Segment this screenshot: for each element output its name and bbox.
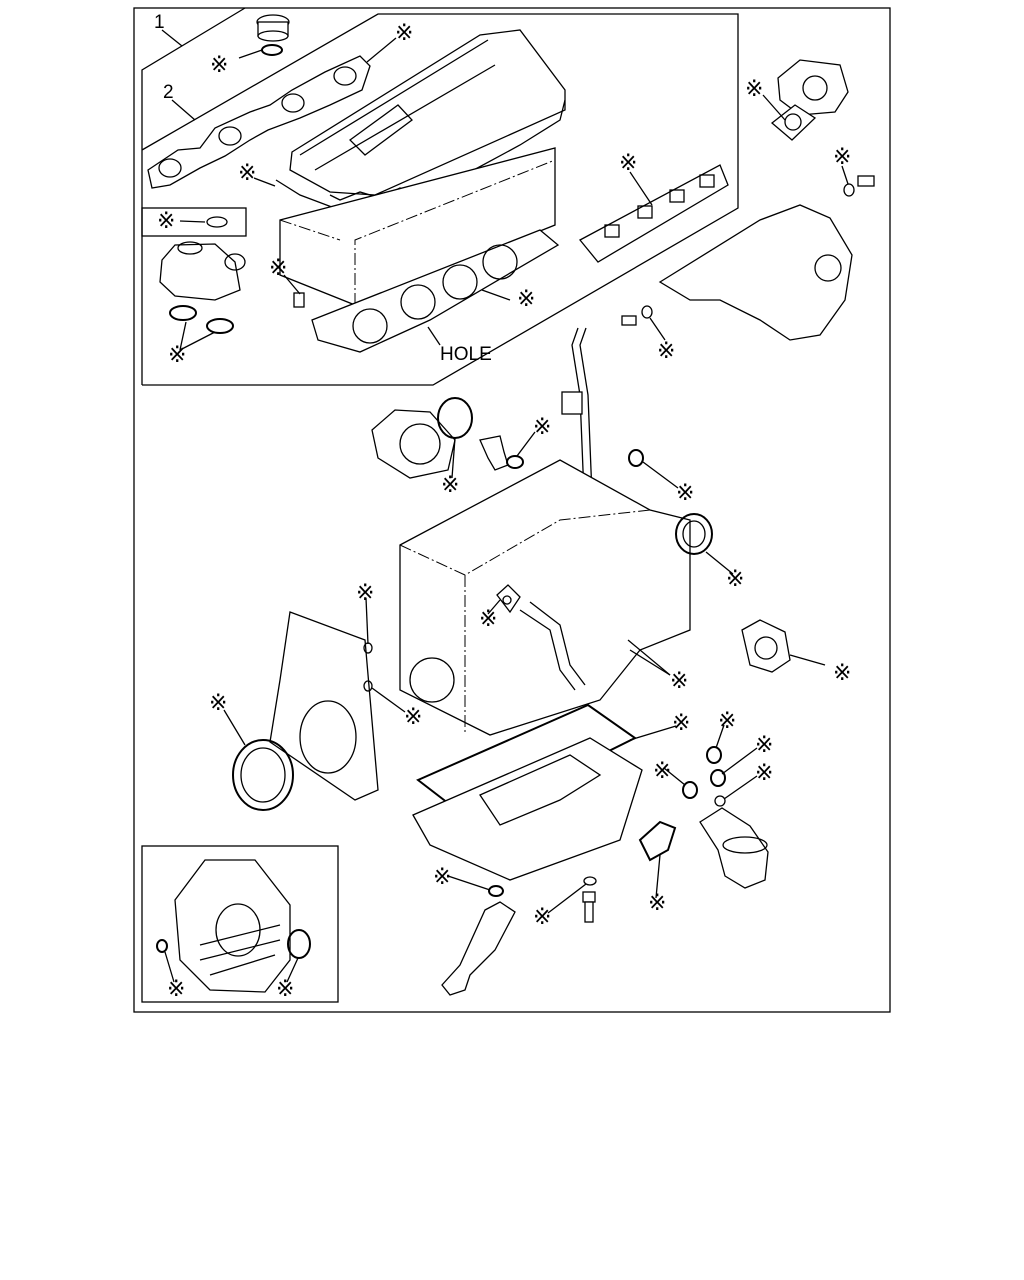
flywheel-housing-washer [156, 939, 168, 953]
intake-manifold [658, 204, 853, 341]
kit-marker: ※ [672, 711, 690, 736]
manifold-bolt [621, 305, 653, 326]
thermostat-seal-b [206, 318, 234, 334]
kit-marker: ※ [210, 53, 228, 78]
hole-leader [427, 326, 441, 346]
hole-label: HOLE [440, 344, 492, 365]
block-outlet-gasket [496, 584, 521, 614]
filter-oring-c [714, 795, 726, 807]
kit-marker: ※ [395, 21, 413, 46]
oil-filter-assembly [699, 807, 769, 889]
kit-marker: ※ [441, 473, 459, 498]
oil-strainer [441, 901, 516, 996]
kit-marker: ※ [157, 209, 175, 234]
kit-marker: ※ [167, 977, 185, 1002]
vacuum-pump [741, 619, 791, 673]
kit-marker: ※ [676, 481, 694, 506]
kit-marker: ※ [356, 581, 374, 606]
kit-marker: ※ [533, 905, 551, 930]
callout-2-leader [171, 99, 196, 121]
head-dowel [293, 292, 305, 308]
kit-marker: ※ [670, 669, 688, 694]
cooler-oring [682, 781, 698, 799]
kit-marker: ※ [726, 567, 744, 592]
manifold-stud-washer [843, 175, 875, 197]
thermostat-seal-a [169, 305, 197, 321]
plug-oring [506, 455, 524, 469]
kit-marker: ※ [648, 891, 666, 916]
intake-manifold-gasket [578, 164, 729, 263]
kit-marker: ※ [718, 709, 736, 734]
cylinder-head [279, 147, 556, 306]
rear-end-plate [269, 611, 379, 801]
kit-marker: ※ [619, 151, 637, 176]
flywheel-housing [174, 859, 291, 993]
outer-frame [133, 7, 891, 1013]
strainer-bolt [582, 876, 597, 923]
oil-pan [412, 737, 643, 881]
callout-1: 1 [154, 12, 165, 33]
callout-1-leader [161, 29, 183, 47]
inset-oring-frame [141, 207, 247, 237]
cylinder-head-gasket [311, 229, 560, 353]
kit-markers: ※ ※ ※ ※ ※ ※ ※ ※ ※ ※ ※ ※ ※ ※ ※ ※ ※ ※ ※ ※ … [157, 21, 851, 1002]
inset-flywheel-housing-frame [141, 845, 339, 1003]
kit-marker: ※ [209, 691, 227, 716]
kit-marker: ※ [238, 161, 256, 186]
kit-marker: ※ [745, 77, 763, 102]
kit-marker: ※ [479, 607, 497, 632]
kit-marker: ※ [833, 145, 851, 170]
filler-cap-seal [261, 44, 283, 56]
drain-plug-washer [488, 885, 504, 897]
plug-fitting [479, 435, 509, 471]
kit-marker: ※ [269, 256, 287, 281]
kit-marker: ※ [657, 339, 675, 364]
oil-filler-cap [256, 14, 290, 42]
kit-marker: ※ [433, 865, 451, 890]
kit-marker: ※ [517, 287, 535, 312]
injection-pump-oring [437, 397, 473, 439]
rear-crankshaft-oil-seal [232, 739, 294, 811]
kit-marker: ※ [833, 661, 851, 686]
kit-marker: ※ [404, 705, 422, 730]
oil-return-pipe [519, 601, 586, 691]
flywheel-housing-oring [287, 929, 311, 959]
kit-marker: ※ [168, 343, 186, 368]
filter-oring-b [710, 769, 726, 787]
upper-kit-boundary [141, 7, 739, 386]
inset-small-oring [206, 216, 228, 228]
cylinder-block [399, 459, 691, 736]
kit-marker: ※ [755, 761, 773, 786]
filter-oring-a [706, 746, 722, 764]
throttle-body-gasket [770, 104, 817, 141]
exhaust-manifold-gasket [147, 55, 371, 189]
front-oil-seal [675, 513, 713, 555]
kit-marker: ※ [533, 415, 551, 440]
kit-marker: ※ [276, 977, 294, 1002]
kit-marker: ※ [755, 733, 773, 758]
kit-marker: ※ [653, 759, 671, 784]
oil-cooler-gasket [638, 820, 677, 862]
rear-plate-oring-b [363, 680, 373, 692]
callout-2: 2 [163, 82, 174, 103]
thermostat-housing [159, 241, 246, 301]
injection-pump [371, 409, 456, 479]
leader-lines [164, 37, 849, 983]
throttle-body [777, 59, 849, 116]
dipstick-oring [628, 449, 644, 467]
